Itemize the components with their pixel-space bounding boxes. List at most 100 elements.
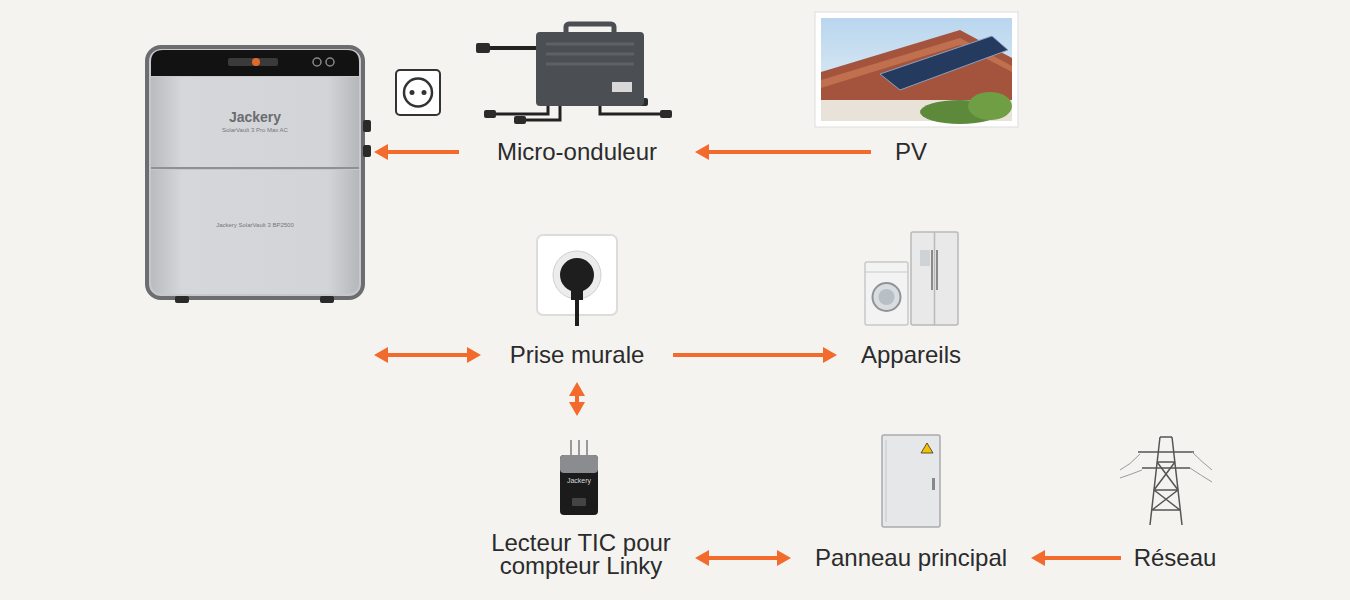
inverter-connector (514, 116, 526, 124)
reader-pin (578, 440, 580, 456)
arrow-head (569, 402, 585, 416)
node-label: Lecteur TIC pour compteur Linky (476, 531, 686, 577)
battery-port (363, 120, 371, 132)
label-node: Micro-onduleur (468, 134, 686, 170)
fridge-handle (936, 250, 938, 290)
inverter-connector (660, 110, 672, 118)
label-node: Appareils (846, 337, 976, 373)
node-label: PV (895, 140, 927, 164)
node-label: Prise murale (510, 343, 645, 367)
battery-foot (320, 296, 334, 303)
micro-inverter-illustration (476, 24, 672, 124)
fridge-dispenser (920, 250, 930, 266)
flow-arrow (1031, 550, 1121, 566)
battery-button (326, 58, 334, 66)
node-label: Micro-onduleur (497, 140, 657, 164)
label-node: Prise murale (490, 337, 664, 373)
wall-plug-illustration (537, 235, 617, 326)
fridge-body (911, 232, 958, 325)
device-brand-label: Jackery (560, 476, 598, 485)
arrow-head (695, 144, 709, 160)
appliances-illustration (865, 232, 958, 325)
reader-cap (560, 455, 598, 473)
brand-text: Jackery (145, 109, 365, 125)
cabinet-hinge (886, 440, 887, 522)
node-label: Appareils (861, 343, 961, 367)
arrow-shaft (575, 394, 579, 404)
flow-arrow (569, 382, 585, 416)
washer-glass (879, 289, 895, 305)
bush (968, 92, 1012, 120)
inverter-fins (546, 44, 634, 64)
arrow-shaft (707, 556, 779, 560)
socket-frame (396, 70, 440, 115)
battery-led (252, 58, 260, 66)
plug-cord (575, 298, 579, 326)
label-node: Panneau principal (800, 540, 1022, 576)
node-label: Panneau principal (815, 546, 1007, 570)
battery-lower-body (151, 170, 359, 294)
photo-sky (821, 18, 1012, 121)
arrow-head (777, 550, 791, 566)
flow-arrow (695, 550, 791, 566)
washer-door (873, 283, 901, 311)
inverter-connector (484, 110, 496, 118)
battery-button (313, 58, 321, 66)
reader-port (572, 498, 586, 506)
reader-pin (586, 440, 588, 456)
arrow-shaft (673, 353, 825, 357)
arrow-shaft (707, 150, 871, 154)
label-node: PV (880, 134, 942, 170)
model-text: SolarVault 3 Pro Max AC (145, 126, 365, 134)
pylon-braces (1152, 462, 1180, 510)
arrow-shaft (386, 353, 469, 357)
arrow-head (695, 550, 709, 566)
cabinet-lock (932, 478, 935, 490)
arrow-head (374, 347, 388, 363)
arrow-head (1031, 550, 1045, 566)
inverter-sticker (612, 82, 632, 92)
fridge-handle (931, 250, 933, 290)
pylon-illustration (1120, 437, 1212, 525)
arrow-head (823, 347, 837, 363)
battery-port (363, 145, 371, 157)
battery-top-band (151, 50, 359, 76)
battery-frame (147, 47, 363, 298)
fridge-split (934, 232, 936, 325)
warning-sign (921, 443, 933, 453)
tic-reader-illustration (560, 440, 598, 515)
inverter-body (536, 32, 644, 106)
battery-seam (151, 167, 359, 169)
plug-socket (553, 251, 601, 299)
socket-icon (396, 70, 440, 115)
battery-display (228, 58, 278, 66)
inverter-connector (476, 43, 490, 53)
solar-panel (880, 36, 1008, 90)
battery-node: JackerySolarVault 3 Pro Max AC Jackery So… (145, 45, 365, 365)
flow-arrow (673, 347, 837, 363)
battery-illustration (147, 47, 371, 303)
main-panel-illustration (882, 435, 940, 527)
flow-arrow (374, 347, 481, 363)
washer-body (865, 262, 908, 325)
flow-arrow (374, 144, 459, 160)
pylon-arms (1138, 452, 1194, 468)
label-node: Lecteur TIC pour compteur Linky (476, 425, 686, 577)
arrow-shaft (386, 150, 459, 154)
pv-roof-photo (815, 12, 1018, 127)
plug-head (560, 258, 594, 292)
power-lines (1120, 452, 1212, 482)
arrow-head (467, 347, 481, 363)
pylon-legs (1150, 437, 1182, 525)
roof-tiles (821, 30, 1012, 121)
node-label: Réseau (1134, 546, 1217, 570)
photo-frame (815, 12, 1018, 127)
cabinet-body (882, 435, 940, 527)
model-text: Jackery SolarVault 3 BP2500 (145, 221, 365, 229)
label-node: Réseau (1130, 540, 1220, 576)
socket-hole (410, 90, 415, 95)
washer-panel (865, 272, 908, 273)
flow-arrow (695, 144, 871, 160)
